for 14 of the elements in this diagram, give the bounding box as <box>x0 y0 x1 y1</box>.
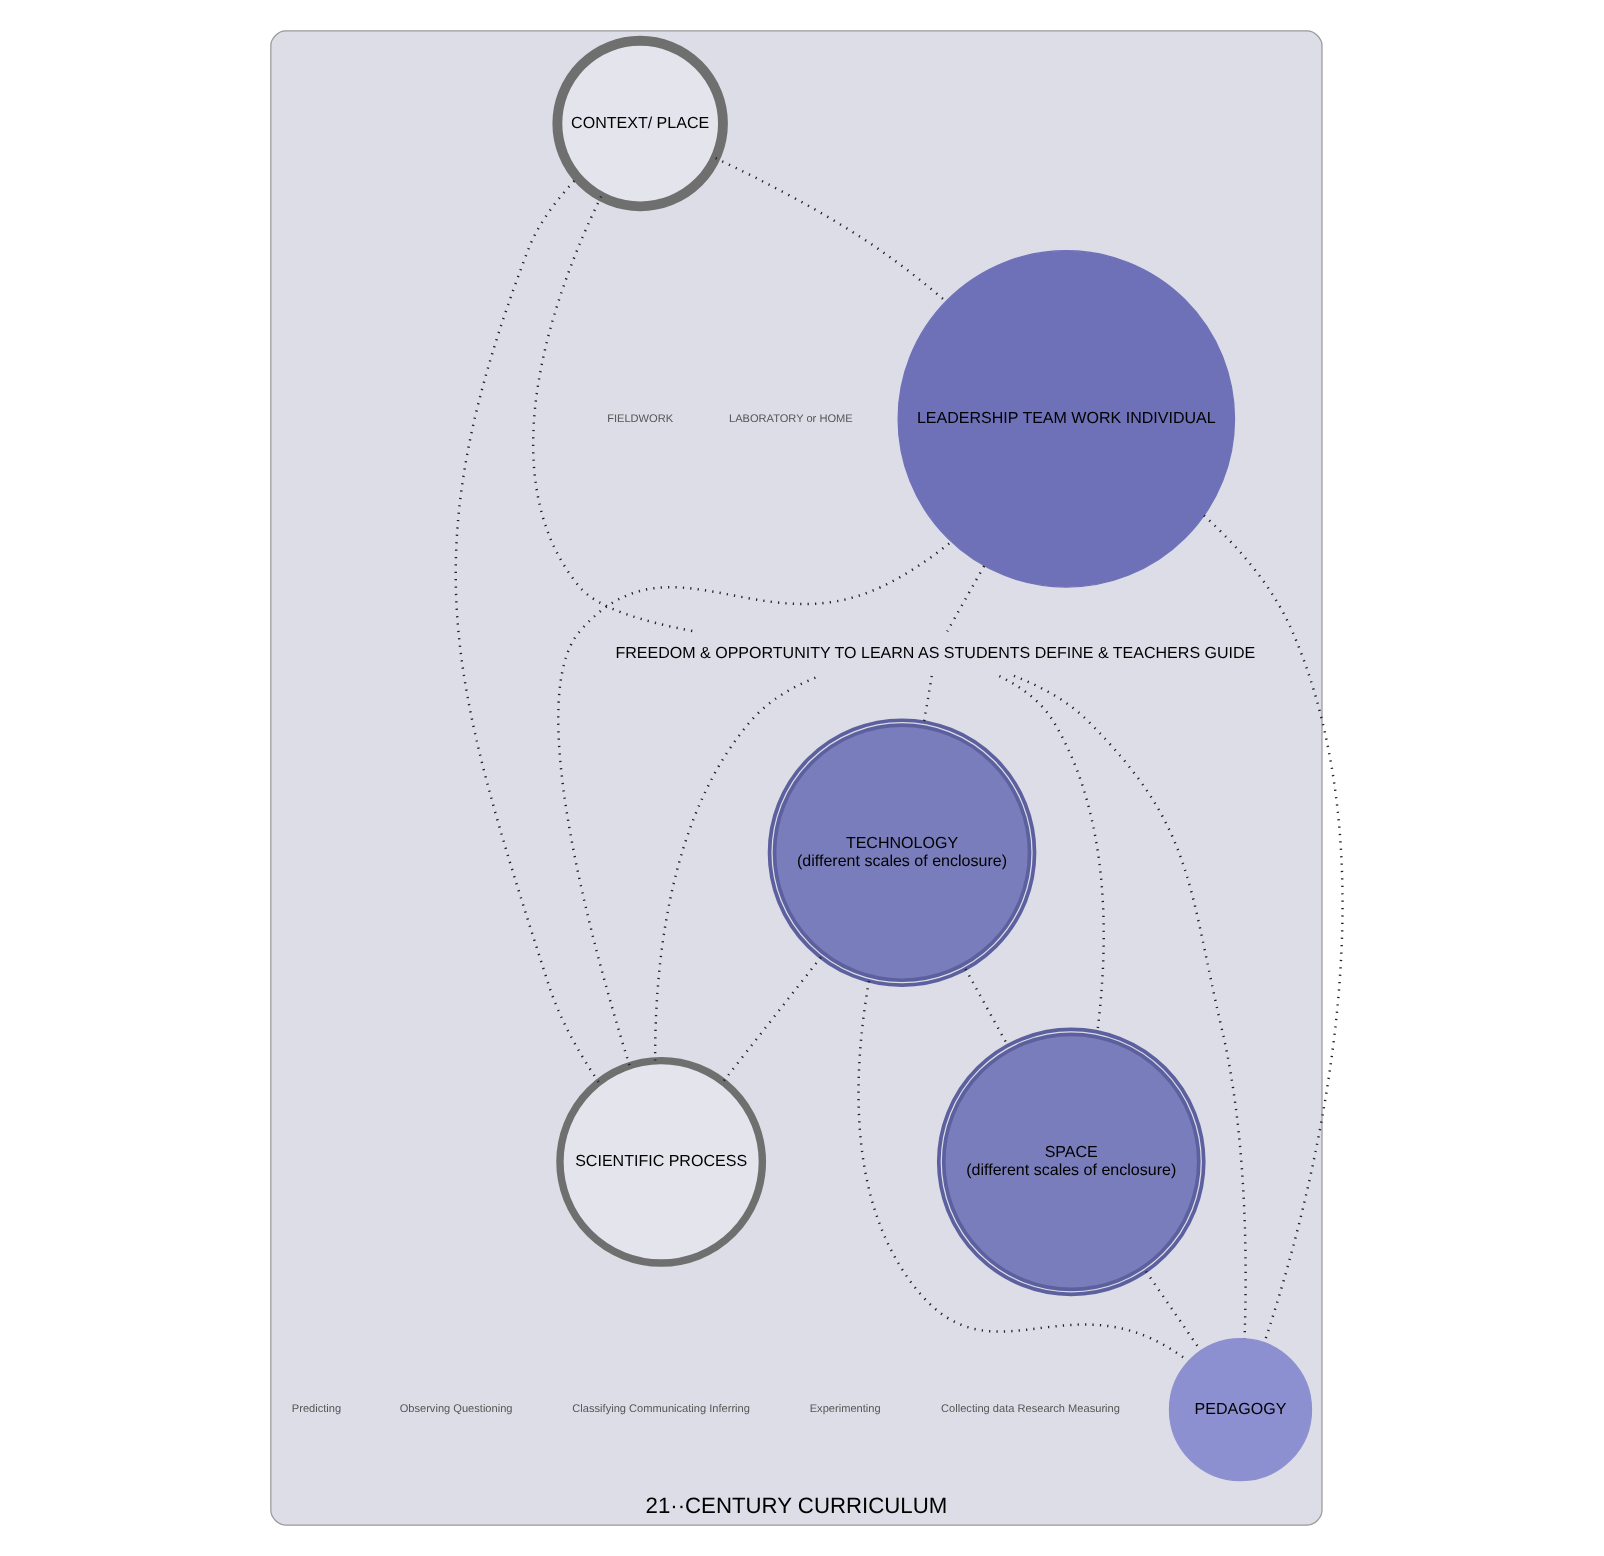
connector <box>1144 1270 1202 1352</box>
connector <box>964 968 1009 1046</box>
connector <box>922 675 934 723</box>
connector <box>1203 514 1344 1343</box>
connector <box>1013 674 1247 1339</box>
connector <box>857 980 1189 1362</box>
connector <box>454 176 600 1083</box>
connector <box>722 956 822 1083</box>
connector <box>653 674 821 1061</box>
connector <box>998 675 1105 1033</box>
connector <box>557 540 952 1066</box>
connector <box>946 565 986 632</box>
connector <box>715 157 947 303</box>
connector <box>532 196 695 633</box>
